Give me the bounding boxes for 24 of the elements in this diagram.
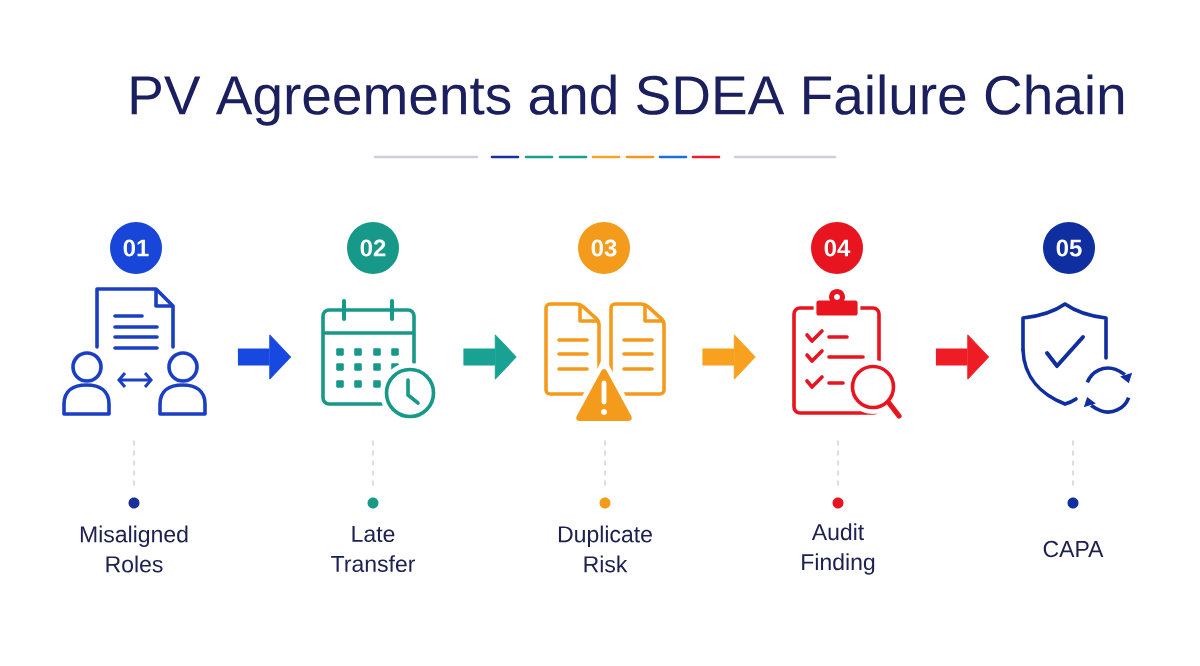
- step-number-badge: 04: [811, 222, 863, 274]
- step-label: Duplicate Risk: [558, 525, 652, 573]
- dashed-line: [837, 439, 839, 487]
- step-number-badge: 03: [578, 222, 630, 274]
- arrow: [237, 334, 292, 380]
- people-document-icon: [62, 287, 207, 416]
- dashed-line: [1072, 439, 1074, 487]
- step-number-badge: 01: [110, 222, 162, 274]
- dashed-line: [133, 439, 135, 487]
- step-label: CAPA: [1043, 540, 1104, 558]
- step-label: Misaligned Roles: [80, 525, 188, 573]
- step-number-badge: 05: [1043, 222, 1095, 274]
- dashed-line: [604, 439, 606, 487]
- step-label: Audit Finding: [802, 523, 875, 575]
- title: PV Agreements and SDEA Failure Chain: [131, 74, 1124, 126]
- documents-warning-icon: [544, 302, 666, 424]
- step-label: Late Transfer: [331, 526, 415, 573]
- arrow: [935, 334, 990, 380]
- arrow: [702, 334, 756, 380]
- shield-check-icon: [1021, 302, 1133, 414]
- arrow: [463, 334, 517, 380]
- clipboard-magnifier-icon: [792, 289, 902, 419]
- dashed-line: [372, 439, 374, 487]
- step-number-badge: 02: [347, 222, 399, 274]
